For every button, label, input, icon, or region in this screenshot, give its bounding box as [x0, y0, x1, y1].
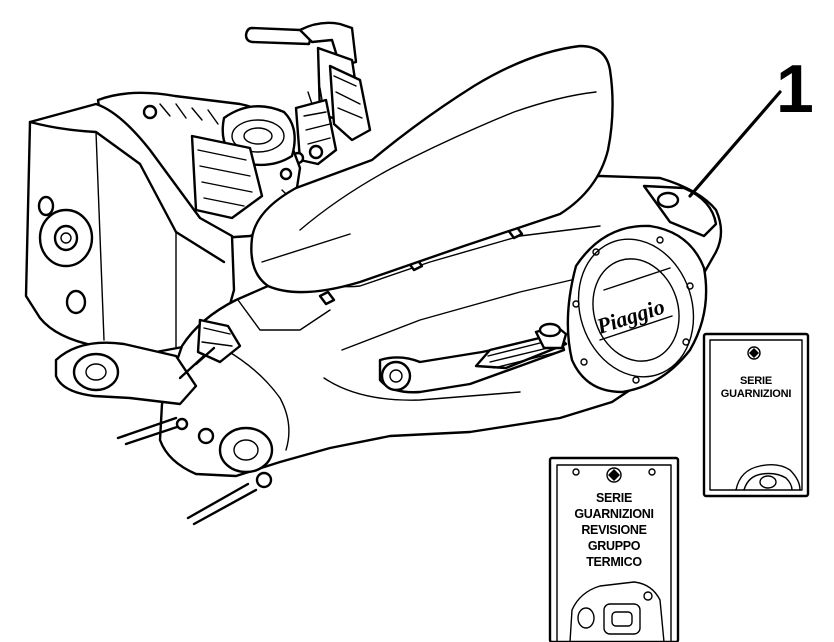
card-hole-right: [648, 468, 656, 476]
air-filter-box: [24, 102, 236, 354]
piaggio-emblem-icon: [747, 346, 761, 360]
gasket-card-large: SERIE GUARNIZIONI REVISIONE GRUPPO TERMI…: [548, 456, 680, 642]
card-small-line-1: SERIE: [740, 375, 772, 387]
card-large-line-3: REVISIONE: [581, 523, 646, 537]
card-large-line-2: GUARNIZIONI: [574, 507, 653, 521]
card-large-line-1: SERIE: [596, 491, 632, 505]
engine-underside: [54, 318, 274, 526]
engine-top-cover: [250, 44, 614, 294]
variator-cover: Piaggio: [566, 224, 708, 394]
card-hole-left: [572, 468, 580, 476]
cylinder-gasket-graphic: [569, 581, 665, 642]
callout-number: 1: [776, 51, 814, 127]
card-large-line-5: TERMICO: [586, 555, 642, 569]
callout-1: 1: [688, 51, 814, 198]
gasket-outline-graphic: [735, 463, 801, 491]
engine-drawing: Piaggio: [24, 21, 723, 526]
cylinder-head: [96, 91, 302, 242]
card-large-line-4: GRUPPO: [588, 539, 641, 553]
gasket-card-small: SERIE GUARNIZIONI: [702, 332, 810, 498]
card-small-line-2: GUARNIZIONI: [721, 388, 792, 400]
callout-leader-line: [688, 90, 782, 198]
piaggio-emblem-icon-large: [606, 467, 622, 483]
kickstart-lever: [378, 322, 568, 394]
